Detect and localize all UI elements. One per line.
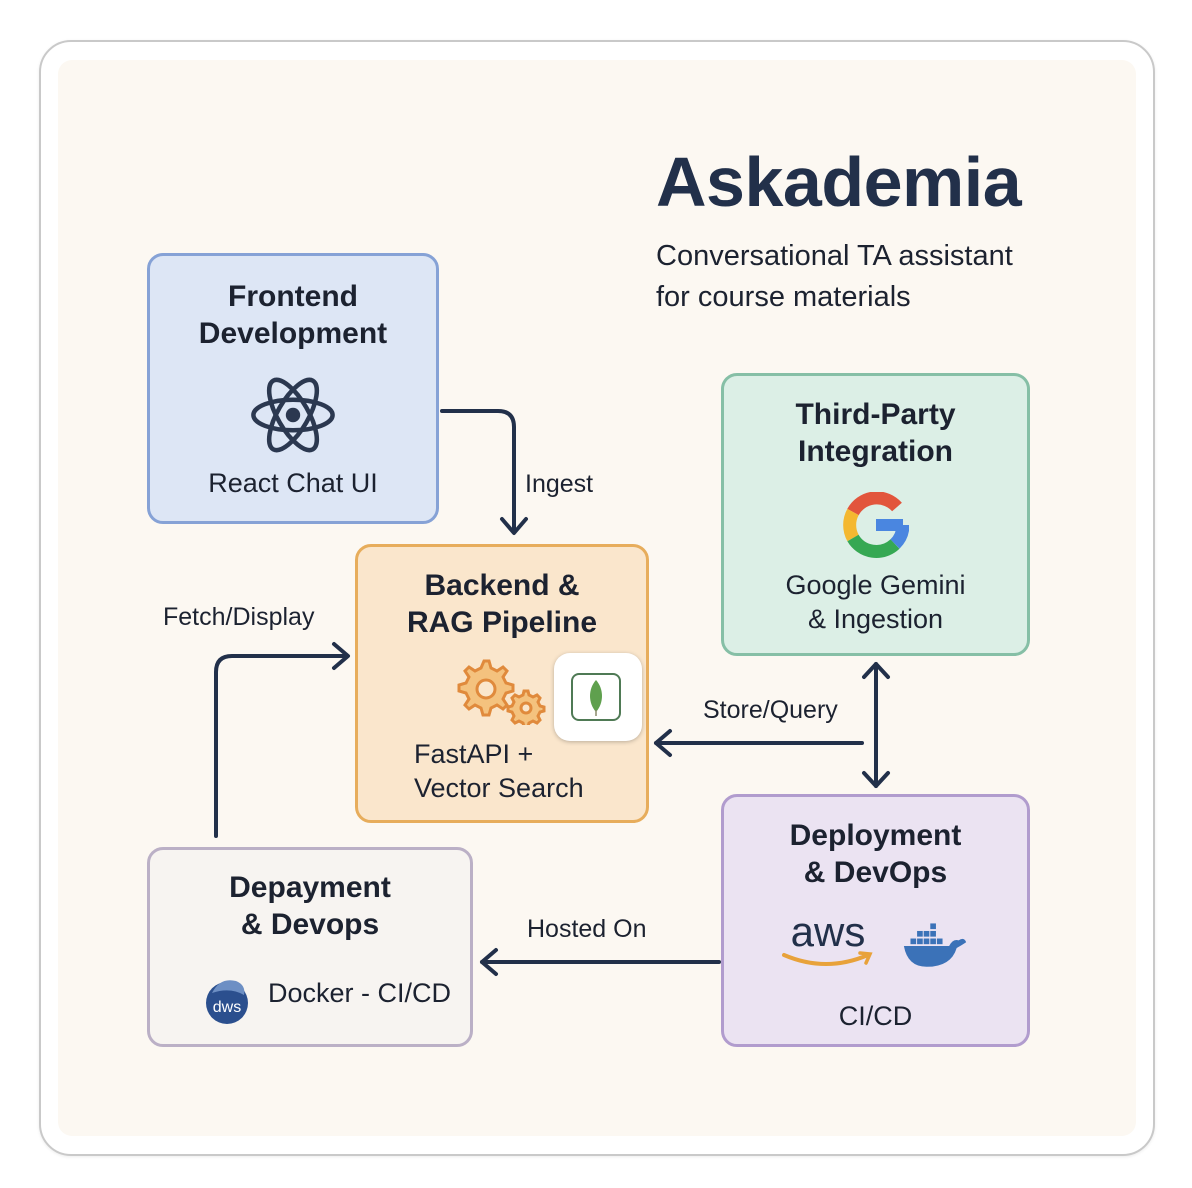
title-line: & Devops <box>240 908 380 941</box>
node-backend[interactable]: Backend & RAG Pipeline FastAPI + Vector … <box>355 544 649 823</box>
edge-label-hosted-on: Hosted On <box>527 915 647 943</box>
react-icon <box>251 377 335 453</box>
mongodb-icon <box>554 653 642 741</box>
page-title: Askademia <box>656 143 1022 221</box>
node-title: Backend & RAG Pipeline <box>358 567 646 641</box>
label-line: Google Gemini <box>785 570 966 600</box>
node-title: Deployment & DevOps <box>724 817 1027 891</box>
edge-label-fetch-display: Fetch/Display <box>163 603 315 631</box>
title-line: RAG Pipeline <box>406 606 598 639</box>
node-label: FastAPI + Vector Search <box>414 737 584 805</box>
edge-label-store-query: Store/Query <box>703 696 838 724</box>
gears-icon <box>457 659 546 725</box>
page-subtitle: Conversational TA assistant for course m… <box>656 236 1096 318</box>
docker-icon <box>903 923 967 967</box>
google-icon <box>842 492 909 558</box>
aws-wordmark: aws <box>790 908 866 955</box>
title-line: Depayment <box>229 871 391 904</box>
title-line: & DevOps <box>803 856 948 889</box>
label-line: & Ingestion <box>807 604 944 634</box>
node-label: Google Gemini & Ingestion <box>724 568 1027 636</box>
node-depayment-devops[interactable]: Depayment & Devops dws Docker - CI/CD <box>147 847 473 1047</box>
node-label: React Chat UI <box>208 468 378 498</box>
edge-label-ingest: Ingest <box>525 470 594 498</box>
node-frontend[interactable]: Frontend Development React Chat UI <box>147 253 439 524</box>
node-deployment-devops[interactable]: Deployment & DevOps aws CI/CD <box>721 794 1030 1047</box>
dws-icon: dws <box>200 973 254 1025</box>
subtitle-line: for course materials <box>656 281 911 313</box>
label-line: FastAPI + <box>414 739 534 769</box>
title-line: Development <box>198 317 388 350</box>
node-title: Third-Party Integration <box>724 396 1027 470</box>
node-title: Depayment & Devops <box>150 869 470 943</box>
node-label: CI/CD <box>838 1001 913 1031</box>
title-line: Backend & <box>424 569 580 602</box>
title-line: Integration <box>798 435 953 468</box>
dws-icon-text: dws <box>212 999 242 1016</box>
aws-icon: aws <box>780 907 876 977</box>
title-line: Third-Party <box>795 398 956 431</box>
title-line: Deployment <box>789 819 962 852</box>
label-line: Vector Search <box>414 773 584 803</box>
node-label: Docker - CI/CD <box>268 978 452 1008</box>
subtitle-line: Conversational TA assistant <box>656 240 1013 272</box>
node-title: Frontend Development <box>150 278 436 352</box>
title-line: Frontend <box>228 280 358 313</box>
node-thirdparty[interactable]: Third-Party Integration Google Gemini & … <box>721 373 1030 656</box>
logo-row: aws <box>780 908 980 983</box>
